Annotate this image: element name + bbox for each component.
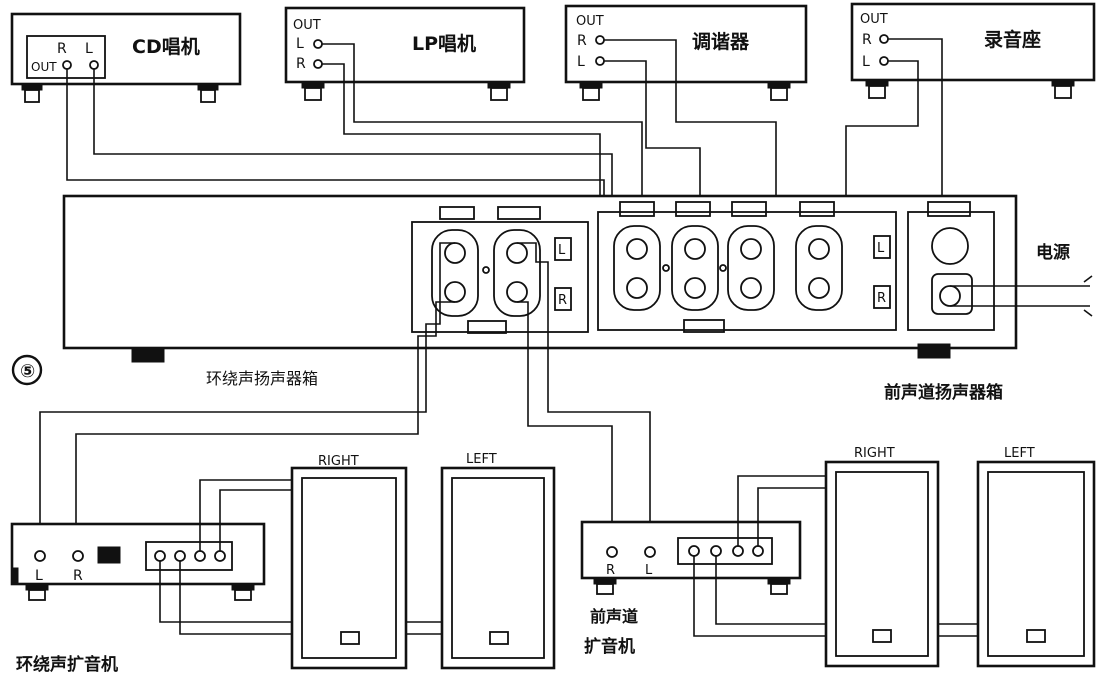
amp-feed-wires [39,242,651,540]
lp-out-label: OUT [293,18,321,33]
surround-speaker-cabinet-caption: 环绕声扬声器箱 [206,369,318,388]
tape-l-label: L [862,54,870,70]
tuner-l-label: L [577,54,585,70]
surround-amplifier: L R 环绕声扩音机 [10,522,266,675]
front-left-speaker: LEFT [976,446,1096,668]
svg-text:RIGHT: RIGHT [854,446,895,461]
surround-l-marker [554,237,572,261]
front-amp-caption-line1: 前声道 [590,607,638,626]
surround-amp-speaker-terminals [145,541,233,571]
lp-player-title: LP唱机 [412,33,476,55]
svg-text:R: R [606,563,615,578]
front-amplifier: R L 前声道 扩音机 [580,520,802,657]
tuner-out-label: OUT [576,14,604,29]
svg-text:L: L [645,563,653,578]
svg-text:LEFT: LEFT [1004,446,1035,461]
surround-amp-r-input [72,550,84,562]
power-label: 电源 [1036,242,1070,263]
surround-jack-pair-2 [493,229,541,317]
svg-text:L: L [35,568,43,584]
lp-player: OUT L R LP唱机 [284,6,526,101]
svg-text:L: L [877,241,885,256]
input-jack-pair-4 [795,225,843,311]
svg-text:LEFT: LEFT [466,452,497,467]
figure-number: ⑤ [20,361,35,382]
surround-amp-l-input [34,550,46,562]
front-speaker-cabinet-caption: 前声道扬声器箱 [884,382,1003,403]
cd-player: R L OUT CD唱机 [10,12,242,103]
front-amp-speaker-terminals [677,537,773,565]
front-right-speaker: RIGHT [824,446,940,668]
surround-right-speaker: RIGHT [290,454,408,670]
surround-r-marker [554,287,572,311]
input-jack-pair-1 [613,225,661,311]
front-speaker-cabinet: L R L R 电源 [62,194,1093,363]
surround-amp-caption: 环绕声扩音机 [16,654,118,675]
power-panel [907,211,995,331]
cd-out-label: OUT [31,60,57,74]
surround-output-panel [411,221,589,333]
input-l-marker [873,235,891,259]
lp-l-label: L [296,36,304,52]
surround-left-speaker: LEFT [440,452,556,670]
cd-player-title: CD唱机 [132,36,200,58]
input-jack-pair-2 [671,225,719,311]
tuner-r-label: R [577,33,587,49]
svg-text:R: R [558,293,567,308]
tuner-title: 调谐器 [692,31,750,53]
front-amp-r-input [606,546,618,558]
tape-deck-title: 录音座 [984,28,1041,51]
svg-text:R: R [73,568,83,584]
front-amp-caption-line2: 扩音机 [584,636,635,657]
surround-amp-switch [97,546,121,564]
front-amp-l-input [644,546,656,558]
svg-text:L: L [558,243,566,258]
input-r-marker [873,285,891,309]
lp-r-label: R [296,56,306,72]
cd-l-label: L [85,41,93,57]
source-input-panel [597,211,897,331]
svg-text:R: R [877,291,886,306]
svg-text:RIGHT: RIGHT [318,454,359,469]
tape-deck: OUT R L 录音座 [850,2,1096,99]
tape-r-label: R [862,32,872,48]
tuner: OUT R L 调谐器 [564,4,808,101]
input-jack-pair-3 [727,225,775,311]
surround-jack-pair-1 [431,229,479,317]
cd-r-label: R [57,41,67,57]
tape-out-label: OUT [860,12,888,27]
